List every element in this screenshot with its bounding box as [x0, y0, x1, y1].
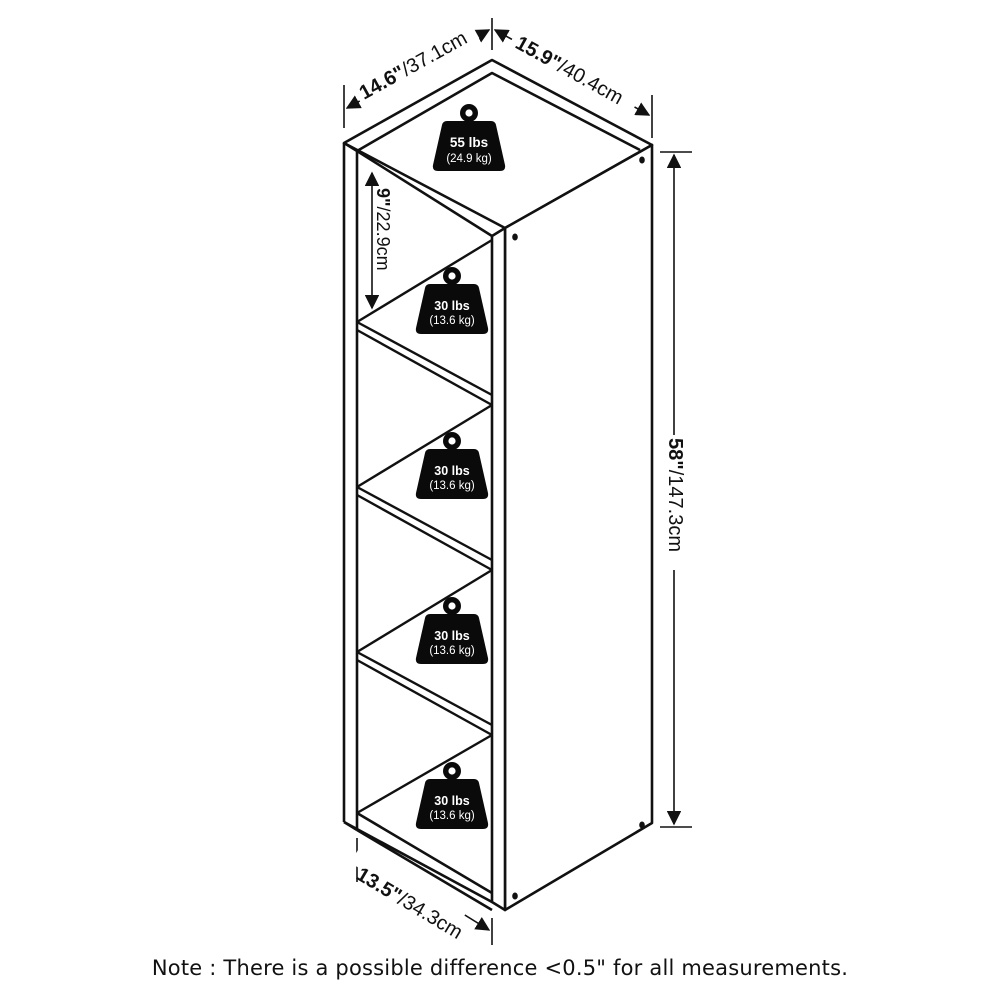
dim-label-cube-height: 9"/22.9cm	[373, 188, 393, 271]
height-imperial: 58"	[664, 438, 686, 470]
weight-capacity-shelf-3: 30 lbs (13.6 kg)	[415, 597, 489, 664]
weight-capacity-shelf-1: 30 lbs (13.6 kg)	[415, 267, 489, 334]
svg-text:30 lbs: 30 lbs	[434, 794, 469, 808]
svg-text:58"/147.3cm: 58"/147.3cm	[664, 438, 686, 552]
shelf-dividers	[356, 238, 493, 815]
weight-capacity-shelf-4: 30 lbs (13.6 kg)	[415, 762, 489, 829]
svg-text:30 lbs: 30 lbs	[434, 464, 469, 478]
svg-text:(13.6 kg): (13.6 kg)	[429, 315, 475, 327]
svg-text:(13.6 kg): (13.6 kg)	[429, 645, 475, 657]
svg-text:55 lbs: 55 lbs	[450, 135, 488, 150]
dim-label-height: 58"/147.3cm	[664, 435, 686, 570]
svg-text:(24.9 kg): (24.9 kg)	[446, 153, 492, 165]
cube-height-imperial: 9"	[373, 188, 393, 207]
cube-height-metric: /22.9cm	[373, 207, 393, 271]
weight-capacity-shelf-2: 30 lbs (13.6 kg)	[415, 432, 489, 499]
svg-text:30 lbs: 30 lbs	[434, 299, 469, 313]
svg-text:(13.6 kg): (13.6 kg)	[429, 480, 475, 492]
weight-capacity-top: 55 lbs (24.9 kg)	[432, 104, 506, 171]
svg-text:30 lbs: 30 lbs	[434, 629, 469, 643]
measurement-note: Note : There is a possible difference <0…	[151, 956, 849, 980]
dim-label-inner-width: 13.5"/34.3cm	[350, 838, 472, 944]
screw-holes	[512, 156, 645, 900]
svg-text:(13.6 kg): (13.6 kg)	[429, 810, 475, 822]
height-metric: /147.3cm	[664, 470, 686, 552]
svg-text:9"/22.9cm: 9"/22.9cm	[373, 188, 393, 271]
